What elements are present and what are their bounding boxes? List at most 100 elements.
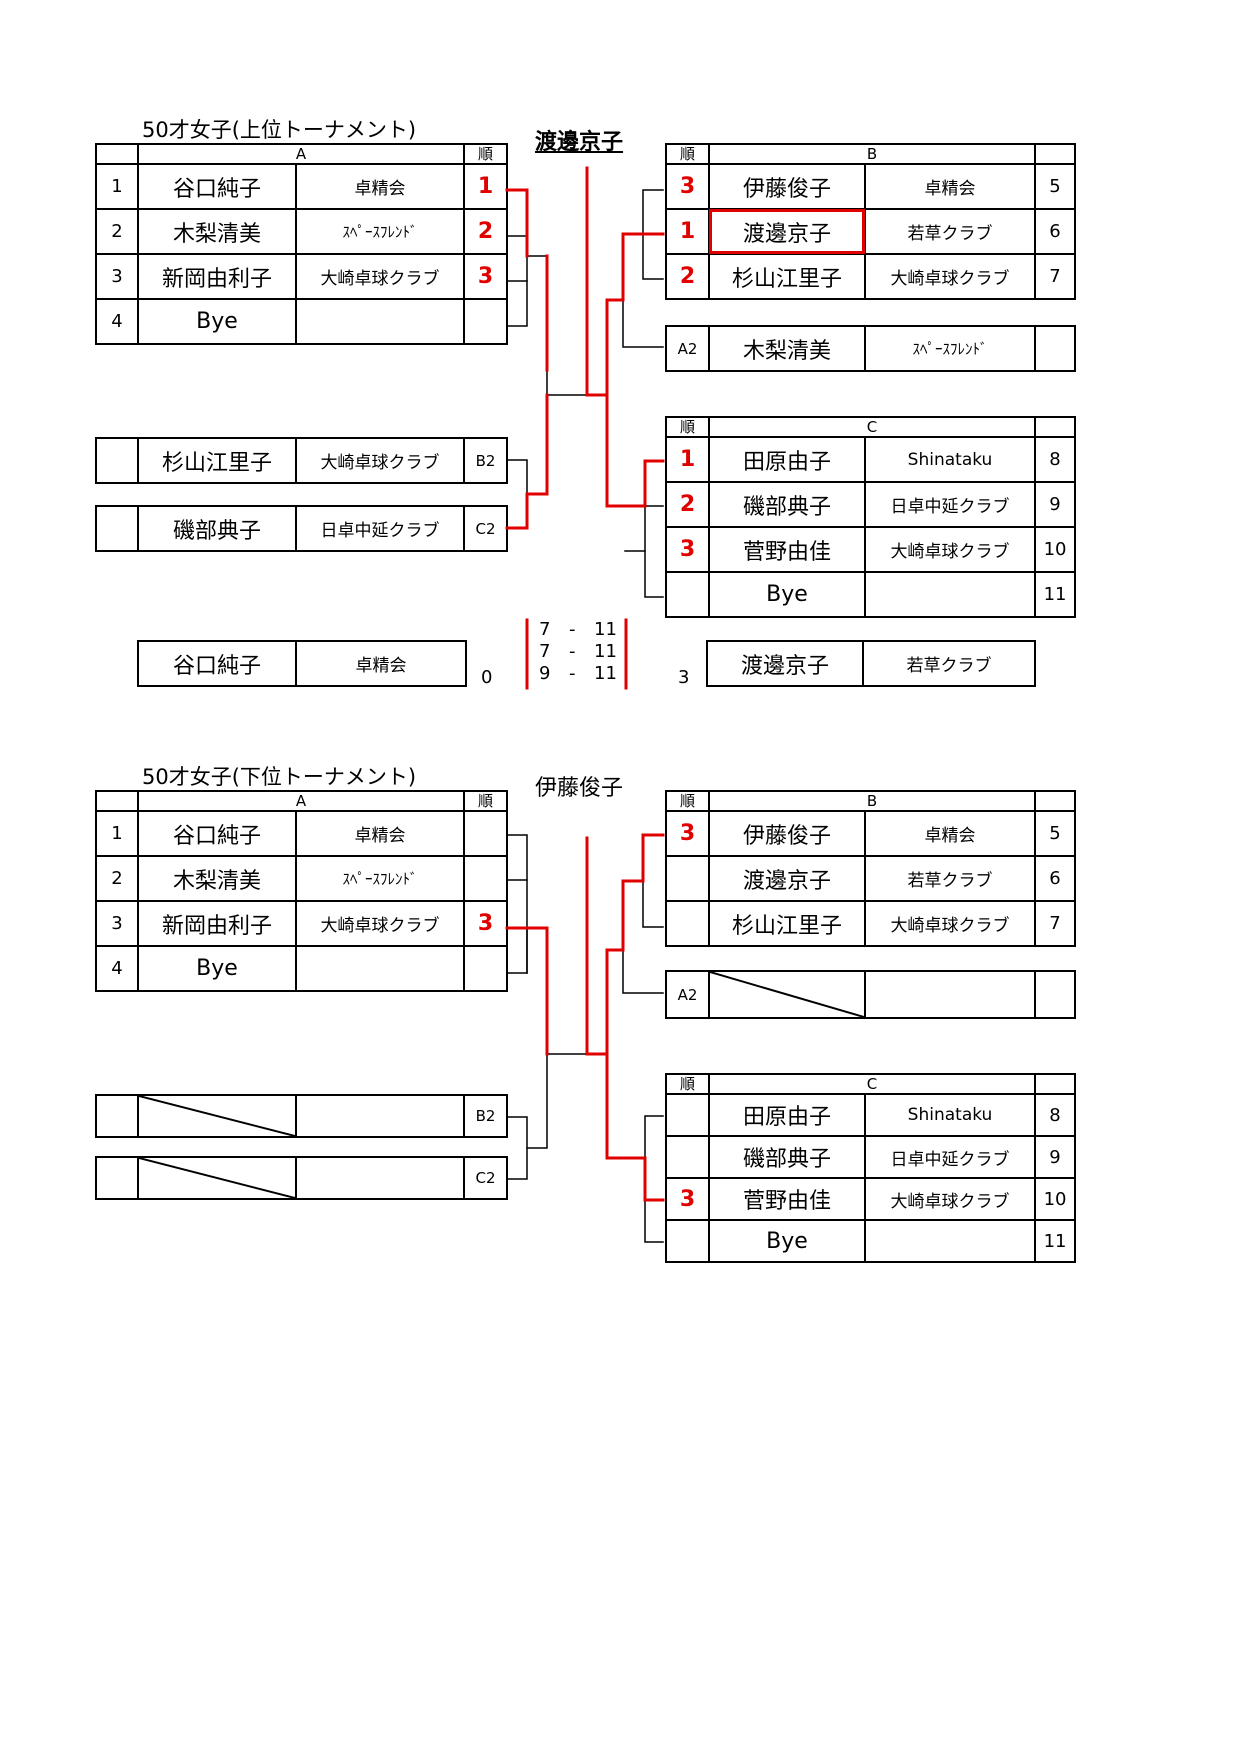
player-number: 3 bbox=[95, 900, 139, 947]
player-club: 日卓中延クラブ bbox=[863, 481, 1037, 528]
player-name: Bye bbox=[708, 571, 866, 618]
player-name: Bye bbox=[708, 1219, 866, 1263]
player-number: 9 bbox=[1034, 481, 1077, 528]
player-club: Shinataku bbox=[863, 1093, 1037, 1137]
player-name: 菅野由佳 bbox=[708, 1177, 866, 1221]
player-name-highlighted: 渡邊京子 bbox=[708, 208, 866, 255]
player-club: 卓精会 bbox=[863, 163, 1037, 210]
player-number: 2 bbox=[95, 855, 139, 902]
final-left-player: 谷口純子 卓精会 bbox=[137, 640, 467, 687]
player-rank: 2 bbox=[463, 208, 509, 255]
table-row: 4 Bye bbox=[95, 945, 509, 992]
empty-slot-cross bbox=[137, 1156, 297, 1200]
player-rank bbox=[665, 571, 710, 618]
table-row: Bye 11 bbox=[665, 571, 1077, 618]
rank-header: 順 bbox=[463, 790, 509, 812]
player-number: 8 bbox=[1034, 436, 1077, 483]
player-name: Bye bbox=[137, 298, 297, 345]
lower-c2-row: C2 bbox=[95, 1156, 508, 1200]
player-club: 卓精会 bbox=[294, 810, 466, 857]
upper-b2-row: 杉山江里子 大崎卓球クラブ B2 bbox=[95, 437, 508, 484]
table-row: 2 磯部典子 日卓中延クラブ 9 bbox=[665, 481, 1077, 528]
player-club bbox=[294, 945, 466, 992]
player-name: 伊藤俊子 bbox=[708, 810, 866, 857]
player-club: 若草クラブ bbox=[863, 855, 1037, 902]
upper-c2-row: 磯部典子 日卓中延クラブ C2 bbox=[95, 505, 508, 552]
player-club: 卓精会 bbox=[863, 810, 1037, 857]
player-club bbox=[863, 1219, 1037, 1263]
table-row: 4 Bye bbox=[95, 298, 509, 345]
player-rank: 1 bbox=[463, 163, 509, 210]
player-club: ｽﾍﾟｰｽﾌﾚﾝﾄﾞ bbox=[294, 855, 466, 902]
player-name: 谷口純子 bbox=[137, 163, 297, 210]
player-number: 2 bbox=[95, 208, 139, 255]
player-rank: 2 bbox=[665, 481, 710, 528]
player-club: 大崎卓球クラブ bbox=[295, 437, 465, 484]
seed-tag: B2 bbox=[463, 437, 508, 484]
player-number: 10 bbox=[1034, 526, 1077, 573]
upper-winner: 渡邊京子 bbox=[535, 130, 624, 155]
player-number: 7 bbox=[1034, 253, 1077, 300]
rank-header: 順 bbox=[665, 416, 710, 438]
player-club: Shinataku bbox=[863, 436, 1037, 483]
table-row: 3 伊藤俊子 卓精会 5 bbox=[665, 810, 1077, 857]
player-number: 6 bbox=[1034, 855, 1077, 902]
group-b-label: B bbox=[707, 790, 1037, 812]
upper-title: 50才女子(上位トーナメント) bbox=[142, 118, 417, 142]
table-row: 渡邊京子 若草クラブ 6 bbox=[665, 855, 1077, 902]
table-row: 3 菅野由佳 大崎卓球クラブ 10 bbox=[665, 1177, 1077, 1221]
table-row: 田原由子 Shinataku 8 bbox=[665, 1093, 1077, 1137]
player-name: 田原由子 bbox=[708, 1093, 866, 1137]
player-number: 6 bbox=[1034, 208, 1077, 255]
table-row: 1 谷口純子 卓精会 bbox=[95, 810, 509, 857]
player-name: 木梨清美 bbox=[708, 325, 866, 372]
rank-header: 順 bbox=[665, 143, 710, 165]
rank-header: 順 bbox=[463, 143, 509, 165]
player-rank bbox=[665, 1093, 710, 1137]
player-rank: 3 bbox=[665, 1177, 710, 1221]
player-number: 9 bbox=[1034, 1135, 1077, 1179]
player-club: 若草クラブ bbox=[863, 208, 1037, 255]
player-rank: 3 bbox=[463, 253, 509, 300]
player-rank: 3 bbox=[665, 163, 710, 210]
table-row: Bye 11 bbox=[665, 1219, 1077, 1263]
rank-header: 順 bbox=[665, 1073, 710, 1095]
game-score-a: 7 bbox=[539, 641, 551, 662]
player-club: 大崎卓球クラブ bbox=[863, 253, 1037, 300]
player-number: 3 bbox=[95, 253, 139, 300]
table-row: 磯部典子 日卓中延クラブ 9 bbox=[665, 1135, 1077, 1179]
final-right-player: 渡邊京子 若草クラブ bbox=[706, 640, 1036, 687]
player-club: 若草クラブ bbox=[862, 640, 1036, 687]
lower-group-b: 順 B 3 伊藤俊子 卓精会 5 渡邊京子 若草クラブ 6 杉山江里子 大崎卓球… bbox=[665, 790, 1077, 947]
game-score-sep: - bbox=[569, 663, 576, 684]
player-rank: 3 bbox=[463, 900, 509, 947]
table-row: 3 伊藤俊子 卓精会 5 bbox=[665, 163, 1077, 210]
player-rank bbox=[463, 855, 509, 902]
player-club: 大崎卓球クラブ bbox=[863, 1177, 1037, 1221]
player-number: 7 bbox=[1034, 900, 1077, 947]
player-rank: 1 bbox=[665, 208, 710, 255]
lower-winner: 伊藤俊子 bbox=[535, 776, 624, 801]
player-number: 1 bbox=[95, 163, 139, 210]
player-rank bbox=[463, 810, 509, 857]
seed-tag: C2 bbox=[463, 505, 508, 552]
player-name: 渡邊京子 bbox=[706, 640, 864, 687]
final-right-score: 3 bbox=[678, 667, 690, 688]
player-rank bbox=[665, 900, 710, 947]
game-score-b: 11 bbox=[594, 641, 617, 662]
player-name: 渡邊京子 bbox=[708, 855, 866, 902]
player-name: 杉山江里子 bbox=[708, 253, 866, 300]
game-score-sep: - bbox=[569, 619, 576, 640]
table-row: 杉山江里子 大崎卓球クラブ 7 bbox=[665, 900, 1077, 947]
player-club: 大崎卓球クラブ bbox=[294, 253, 466, 300]
player-rank: 3 bbox=[665, 526, 710, 573]
player-name: 杉山江里子 bbox=[708, 900, 866, 947]
player-name: 木梨清美 bbox=[137, 208, 297, 255]
player-name: 田原由子 bbox=[708, 436, 866, 483]
player-number: 4 bbox=[95, 298, 139, 345]
player-number: 10 bbox=[1034, 1177, 1077, 1221]
final-left-score: 0 bbox=[481, 667, 493, 688]
seed-tag: C2 bbox=[463, 1156, 508, 1200]
player-rank: 1 bbox=[665, 436, 710, 483]
